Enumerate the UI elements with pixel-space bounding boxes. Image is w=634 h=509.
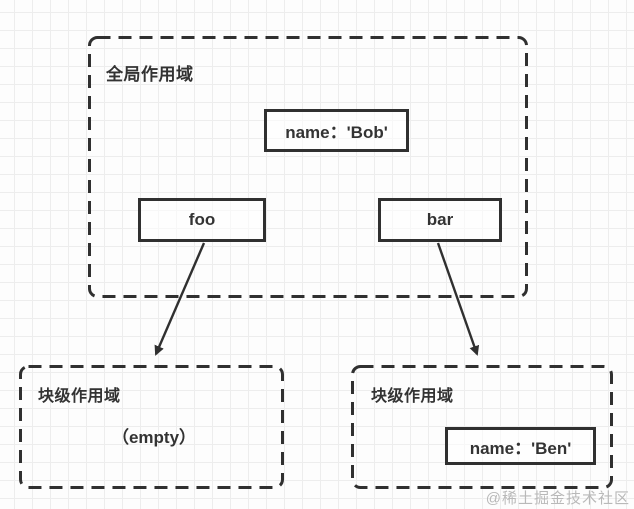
variable-node-ben: name：'Ben' bbox=[445, 427, 596, 465]
left-block-scope-empty-label: （empty） bbox=[111, 428, 197, 447]
function-node-foo: foo bbox=[138, 198, 266, 242]
watermark-text: @稀土掘金技术社区 bbox=[485, 490, 630, 507]
right-block-scope-title: 块级作用域 bbox=[371, 388, 454, 405]
arrow-foo-to-left-block bbox=[154, 242, 206, 356]
global-scope-title: 全局作用域 bbox=[106, 65, 194, 84]
right-block-scope-border bbox=[351, 365, 613, 489]
function-node-bar: bar bbox=[378, 198, 502, 242]
left-block-scope-title: 块级作用域 bbox=[38, 388, 121, 405]
global-scope-border bbox=[88, 36, 528, 298]
variable-node-bob: name：'Bob' bbox=[264, 109, 409, 152]
arrow-bar-to-right-block bbox=[436, 242, 480, 356]
